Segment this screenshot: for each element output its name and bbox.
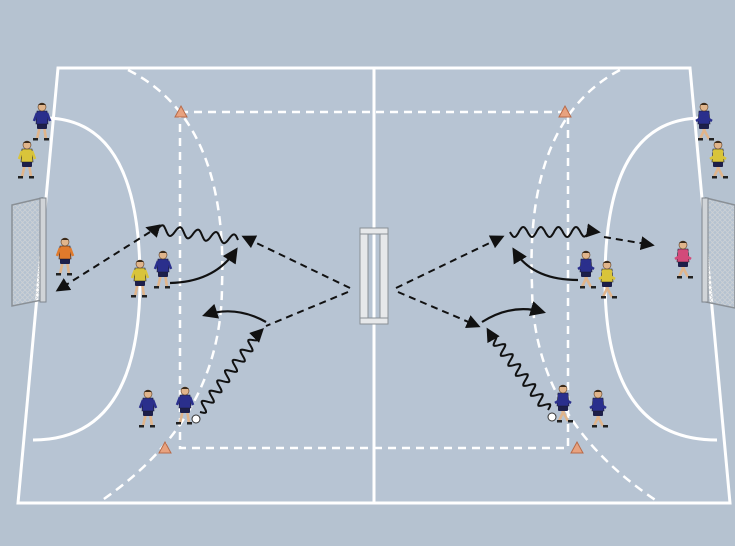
left-goal-icon — [12, 198, 46, 306]
ball-icon — [548, 413, 556, 421]
right-goal-icon — [702, 198, 735, 308]
ball-icon — [192, 415, 200, 423]
